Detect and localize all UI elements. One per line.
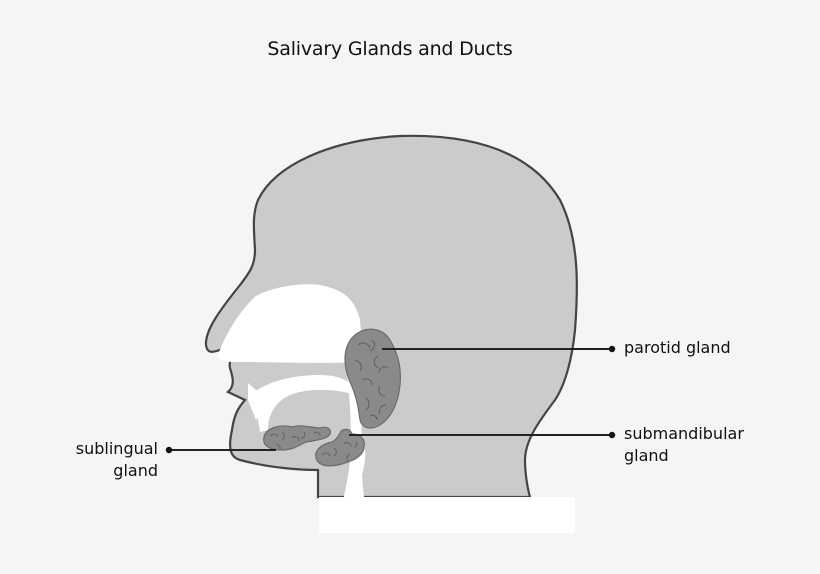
parotid-gland	[344, 328, 401, 429]
parotid-label-text: parotid gland	[624, 338, 731, 357]
sublingual-label: sublingual gland	[40, 438, 158, 482]
submandibular-label-line2: gland	[624, 446, 669, 465]
submandibular-texture	[321, 441, 358, 462]
sublingual-label-line1: sublingual	[75, 439, 158, 458]
head-silhouette	[204, 134, 578, 499]
diagram-title: Salivary Glands and Ducts	[267, 38, 513, 60]
neck-base	[319, 497, 575, 533]
nasal-cavity	[218, 284, 362, 363]
lip-gap	[248, 383, 262, 420]
sublingual-label-line2: gland	[113, 461, 158, 480]
leader-lines	[169, 348, 612, 451]
submandibular-label: submandibular gland	[624, 423, 744, 467]
parotid-label: parotid gland	[624, 337, 731, 359]
parotid-pointer-dot	[608, 345, 616, 353]
oral-cavity	[250, 375, 356, 432]
sublingual-gland	[263, 425, 331, 451]
submandibular-pointer-dot	[608, 431, 616, 439]
parotid-texture	[354, 339, 389, 421]
sublingual-pointer-dot	[165, 446, 173, 454]
sublingual-texture	[269, 431, 321, 450]
submandibular-label-line1: submandibular	[624, 424, 744, 443]
